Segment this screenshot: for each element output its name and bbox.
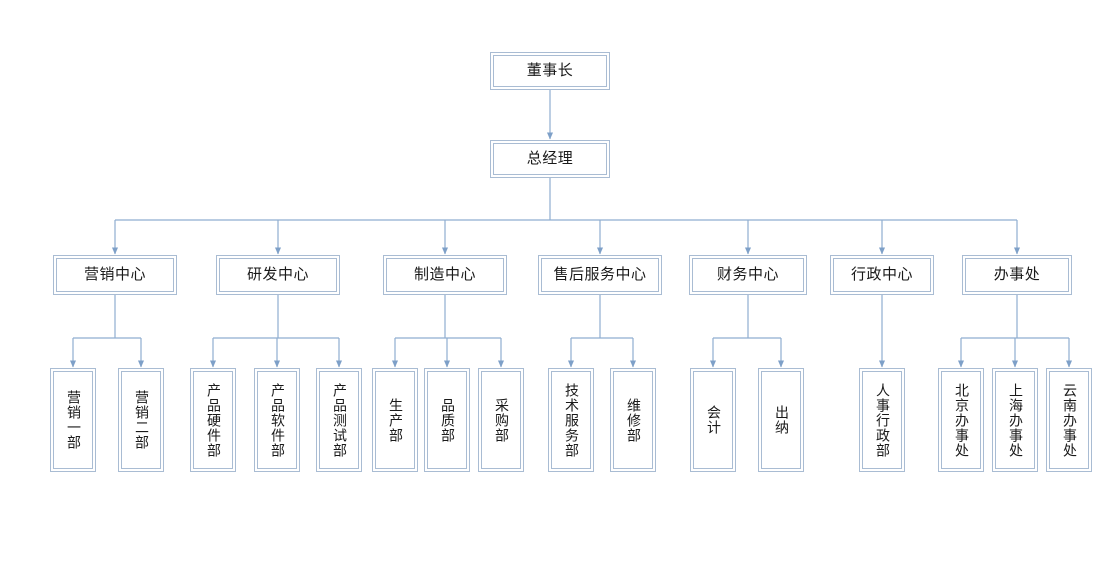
org-node-frame: 董事长 [493, 55, 607, 87]
org-node-gm[interactable]: 总经理 [490, 140, 610, 178]
org-node-frame: 人事行政部 [862, 371, 902, 469]
org-node-frame: 售后服务中心 [541, 258, 659, 292]
org-node-label: 维修部 [625, 397, 642, 443]
org-node-frame: 财务中心 [692, 258, 804, 292]
org-node-mf1[interactable]: 生产部 [372, 368, 418, 472]
org-node-frame: 出纳 [761, 371, 801, 469]
org-node-frame: 维修部 [613, 371, 653, 469]
org-node-fi1[interactable]: 会计 [690, 368, 736, 472]
org-node-br1[interactable]: 北京办事处 [938, 368, 984, 472]
org-node-marketing[interactable]: 营销中心 [53, 255, 177, 295]
org-node-label: 人事行政部 [874, 382, 891, 458]
org-node-ad1[interactable]: 人事行政部 [859, 368, 905, 472]
org-node-frame: 行政中心 [833, 258, 931, 292]
org-node-rd[interactable]: 研发中心 [216, 255, 340, 295]
org-node-rd1[interactable]: 产品硬件部 [190, 368, 236, 472]
org-node-chairman[interactable]: 董事长 [490, 52, 610, 90]
org-node-frame: 上海办事处 [995, 371, 1035, 469]
org-node-mf3[interactable]: 采购部 [478, 368, 524, 472]
org-node-frame: 技术服务部 [551, 371, 591, 469]
org-node-label: 北京办事处 [953, 382, 970, 458]
org-node-frame: 营销二部 [121, 371, 161, 469]
org-node-label: 出纳 [773, 405, 790, 435]
org-node-label: 营销一部 [65, 390, 82, 450]
org-node-label: 产品硬件部 [205, 382, 222, 458]
org-node-frame: 北京办事处 [941, 371, 981, 469]
org-node-br3[interactable]: 云南办事处 [1046, 368, 1092, 472]
org-node-frame: 总经理 [493, 143, 607, 175]
org-node-label: 技术服务部 [563, 382, 580, 458]
org-node-frame: 生产部 [375, 371, 415, 469]
org-node-admin[interactable]: 行政中心 [830, 255, 934, 295]
org-node-label: 产品软件部 [269, 382, 286, 458]
org-node-label: 采购部 [493, 397, 510, 443]
org-node-frame: 产品测试部 [319, 371, 359, 469]
org-node-label: 云南办事处 [1061, 382, 1078, 458]
org-node-label: 行政中心 [850, 266, 913, 284]
org-node-frame: 云南办事处 [1049, 371, 1089, 469]
org-node-label: 营销二部 [133, 390, 150, 450]
org-node-label: 营销中心 [83, 266, 146, 284]
org-node-label: 会计 [705, 405, 722, 435]
org-node-frame: 研发中心 [219, 258, 337, 292]
org-node-label: 生产部 [387, 397, 404, 443]
org-node-frame: 产品硬件部 [193, 371, 233, 469]
org-node-finance[interactable]: 财务中心 [689, 255, 807, 295]
org-node-label: 产品测试部 [331, 382, 348, 458]
org-node-label: 研发中心 [246, 266, 309, 284]
org-node-label: 办事处 [993, 266, 1041, 284]
org-node-frame: 会计 [693, 371, 733, 469]
org-node-mk1[interactable]: 营销一部 [50, 368, 96, 472]
org-node-as2[interactable]: 维修部 [610, 368, 656, 472]
org-node-frame: 采购部 [481, 371, 521, 469]
org-node-rd3[interactable]: 产品测试部 [316, 368, 362, 472]
org-node-frame: 营销中心 [56, 258, 174, 292]
org-node-br2[interactable]: 上海办事处 [992, 368, 1038, 472]
org-node-label: 财务中心 [716, 266, 779, 284]
org-node-mk2[interactable]: 营销二部 [118, 368, 164, 472]
org-node-frame: 制造中心 [386, 258, 504, 292]
org-node-label: 上海办事处 [1007, 382, 1024, 458]
org-node-branch[interactable]: 办事处 [962, 255, 1072, 295]
org-node-frame: 办事处 [965, 258, 1069, 292]
org-node-mf2[interactable]: 品质部 [424, 368, 470, 472]
org-node-label: 董事长 [526, 62, 574, 80]
org-node-label: 总经理 [526, 150, 574, 168]
org-node-fi2[interactable]: 出纳 [758, 368, 804, 472]
org-node-frame: 营销一部 [53, 371, 93, 469]
org-node-label: 制造中心 [413, 266, 476, 284]
org-node-aftersales[interactable]: 售后服务中心 [538, 255, 662, 295]
org-node-frame: 产品软件部 [257, 371, 297, 469]
org-node-frame: 品质部 [427, 371, 467, 469]
org-node-as1[interactable]: 技术服务部 [548, 368, 594, 472]
org-node-label: 售后服务中心 [553, 266, 647, 284]
org-node-manufacturing[interactable]: 制造中心 [383, 255, 507, 295]
org-node-rd2[interactable]: 产品软件部 [254, 368, 300, 472]
org-node-label: 品质部 [439, 397, 456, 443]
